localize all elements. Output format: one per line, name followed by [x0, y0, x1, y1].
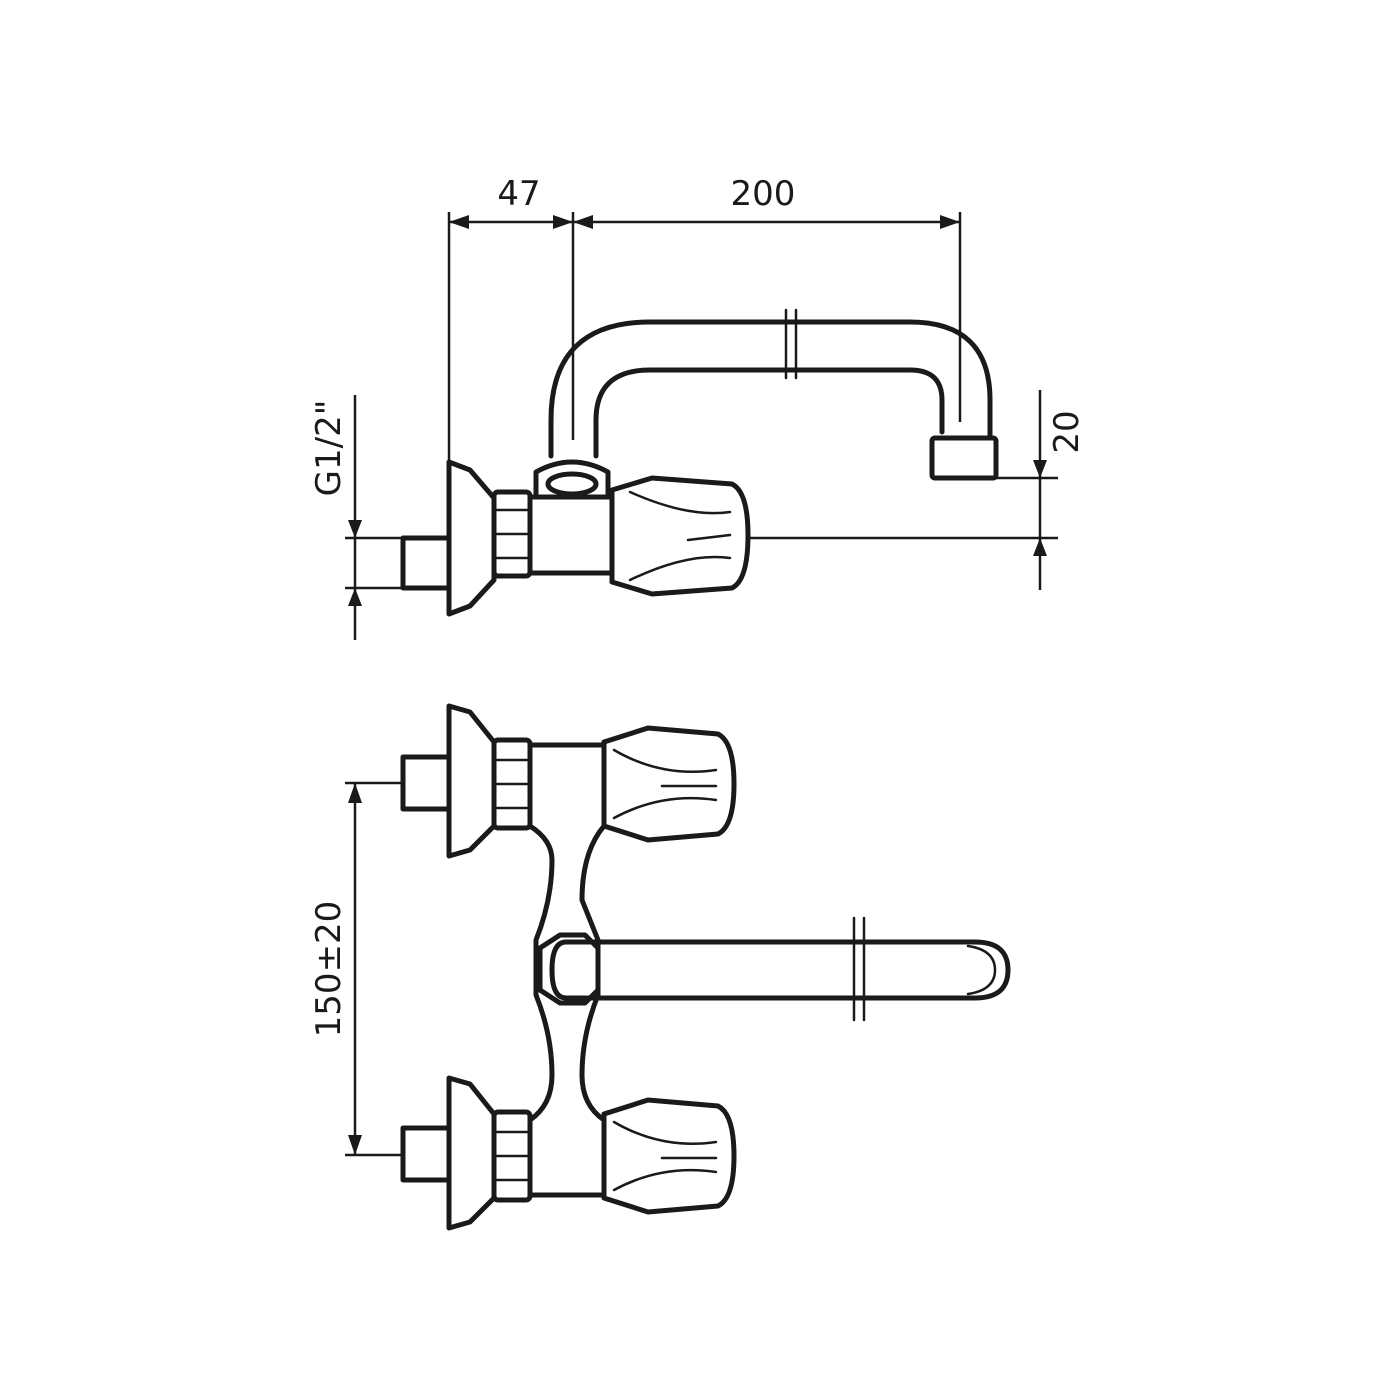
upper-inlet-nipple	[400, 754, 452, 812]
side-aerator	[929, 435, 999, 481]
dim-inlet-spacing: 150±20	[309, 901, 349, 1038]
lower-inlet-nipple	[400, 1125, 452, 1183]
dim-spout-reach: 200	[731, 174, 796, 214]
side-spout-tube	[548, 319, 993, 459]
front-spout-swivel	[537, 932, 601, 1006]
upper-handle	[601, 725, 737, 843]
side-inlet-nipple	[400, 535, 452, 591]
side-dimensions: 47 200 20 G1/2"	[309, 174, 1087, 640]
lower-handle	[601, 1097, 737, 1215]
front-view	[400, 703, 1011, 1231]
side-view	[400, 308, 999, 617]
dim-spout-height: 20	[1047, 410, 1087, 453]
upper-wall-flange	[446, 703, 497, 859]
dim-wall-offset: 47	[497, 174, 540, 214]
lower-wall-flange	[446, 1075, 497, 1231]
front-dimensions: 150±20	[309, 781, 403, 1157]
side-wall-flange	[446, 459, 497, 617]
side-valve-body	[527, 494, 615, 576]
dim-thread-size: G1/2"	[309, 400, 349, 497]
front-spout-tube	[549, 939, 1011, 1001]
side-handle	[609, 475, 751, 597]
front-aerator-outline	[966, 944, 997, 996]
side-spout-collar	[533, 459, 611, 500]
